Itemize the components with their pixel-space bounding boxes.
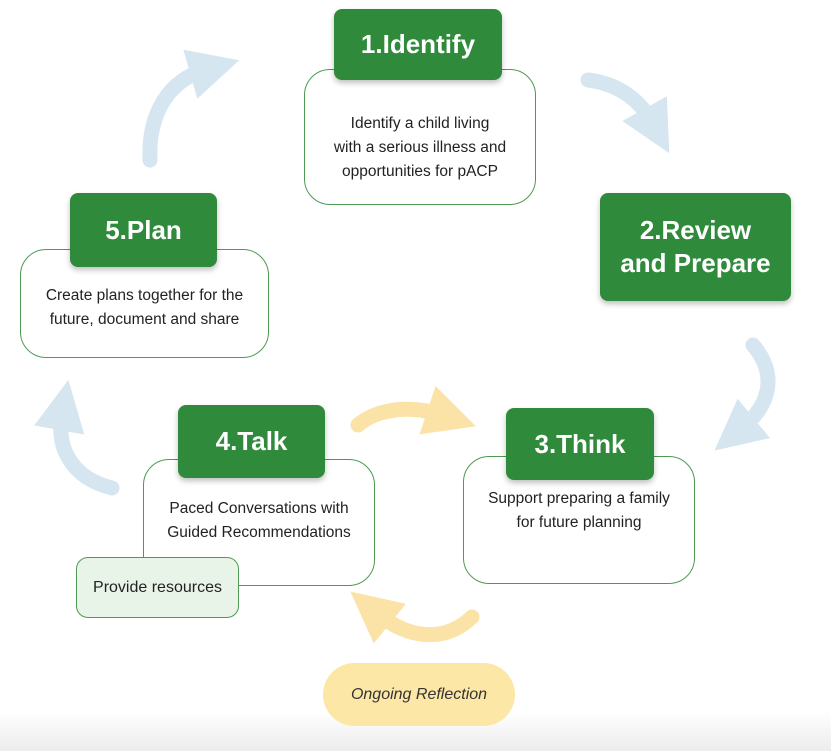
identify-title: 1.Identify xyxy=(334,9,502,80)
plan-title: 5.Plan xyxy=(70,193,217,267)
plan-card: Create plans together for the future, do… xyxy=(20,249,269,358)
provide-resources-box: Provide resources xyxy=(76,557,239,618)
ongoing-reflection-pill: Ongoing Reflection xyxy=(323,663,515,726)
review-title: 2.Review and Prepare xyxy=(600,193,791,301)
identify-card: Identify a child living with a serious i… xyxy=(304,69,536,205)
arrow-talk-to-think xyxy=(350,385,476,435)
arrow-talk-to-plan xyxy=(34,379,120,496)
identify-description: Identify a child living with a serious i… xyxy=(333,115,507,180)
arrow-review-to-think xyxy=(714,337,776,451)
arrow-plan-to-identify xyxy=(142,49,240,168)
talk-title: 4.Talk xyxy=(178,405,325,478)
think-title: 3.Think xyxy=(506,408,654,480)
talk-description: Paced Conversations with Guided Recommen… xyxy=(167,499,351,541)
talk-card: Paced Conversations with Guided Recommen… xyxy=(143,459,375,586)
arrow-reflection-loop xyxy=(350,591,480,644)
think-description: Support preparing a family for future pl… xyxy=(488,490,670,531)
arrow-identify-to-review xyxy=(580,72,670,154)
plan-description: Create plans together for the future, do… xyxy=(45,286,244,328)
